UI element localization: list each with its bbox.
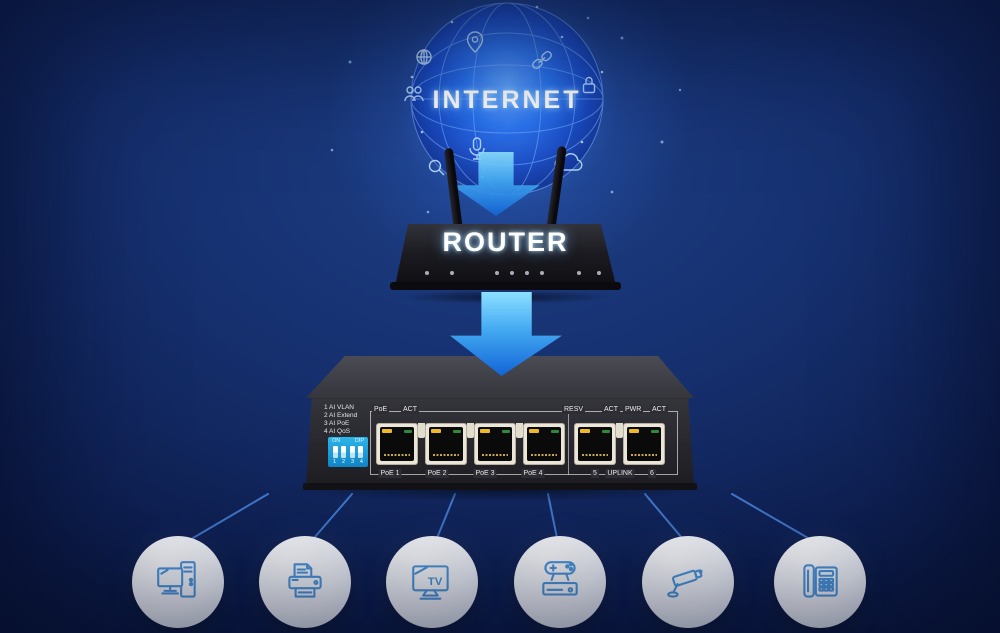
label-uplink: UPLINK	[605, 469, 635, 478]
rj45-port-2	[425, 423, 467, 465]
poe-led	[382, 429, 392, 433]
dip-function-legend: 1 AI VLAN 2 AI Extend 3 AI PoE 4 AI QoS	[324, 404, 357, 436]
poe-led	[480, 429, 490, 433]
dip-on-label: ON	[332, 438, 341, 444]
act-led	[502, 429, 510, 433]
port-latch	[616, 423, 623, 438]
dip-number: 1	[333, 459, 337, 465]
device-ip-phone	[774, 536, 866, 628]
legend-line: 2 AI Extend	[324, 412, 358, 419]
device-computer	[132, 536, 224, 628]
port-latch	[467, 423, 474, 438]
device-cctv-camera	[642, 536, 734, 628]
people-icon	[404, 86, 424, 102]
act-led	[453, 429, 461, 433]
poe-led	[580, 429, 590, 433]
search-icon	[428, 159, 445, 176]
legend-line: 1 AI VLAN	[324, 404, 354, 411]
globe-grid-icon	[416, 49, 432, 65]
uplink-divider-line	[568, 411, 569, 475]
act-led	[651, 429, 659, 433]
port-latch	[516, 423, 523, 438]
router-indicator-leds	[396, 270, 615, 276]
printer-icon	[288, 563, 322, 598]
legend-line: 3 AI PoE	[324, 420, 350, 427]
router-label: ROUTER	[442, 227, 569, 257]
dip-switch-block: ON DIP 1 2 3 4	[328, 437, 368, 467]
cctv-camera-icon	[667, 569, 703, 598]
legend-line: 4 AI QoS	[324, 428, 351, 435]
star-dots	[330, 16, 682, 214]
port-pins	[482, 453, 508, 456]
act-led	[551, 429, 559, 433]
router: ROUTER	[395, 224, 616, 282]
act-led	[602, 429, 610, 433]
dip-dip-label: DIP	[354, 438, 364, 444]
router-base	[390, 282, 621, 290]
port-pins	[631, 453, 657, 456]
ip-phone-icon	[803, 564, 838, 598]
label-pwr: PWR	[623, 405, 644, 414]
label-port3: PoE 3	[473, 469, 497, 478]
label-act: ACT	[401, 405, 419, 414]
device-printer	[259, 536, 351, 628]
internet-label: INTERNET	[432, 86, 582, 114]
label-port6: 6	[648, 469, 656, 478]
rj45-port-6	[623, 423, 665, 465]
poe-switch: 1 AI VLAN 2 AI Extend 3 AI PoE 4 AI QoS …	[306, 398, 694, 485]
dip-lever	[333, 446, 338, 458]
dip-lever	[357, 446, 363, 458]
label-port5: 5	[591, 469, 599, 478]
poe-led	[629, 429, 639, 433]
lock-icon	[582, 76, 596, 94]
dip-number: 4	[359, 459, 363, 465]
rj45-port-5	[574, 423, 616, 465]
label-resv: RESV	[562, 405, 586, 414]
link-icon	[532, 50, 552, 70]
dip-number: 3	[350, 459, 354, 465]
port-pins	[582, 453, 608, 456]
tv-icon: TV	[412, 565, 449, 600]
label-poe: PoE	[372, 405, 390, 414]
device-game-console	[514, 536, 606, 628]
port-pins	[433, 453, 459, 456]
device-tv: TV	[386, 536, 478, 628]
rj45-port-1	[376, 423, 418, 465]
rj45-port-4	[523, 423, 565, 465]
label-port2: PoE 2	[425, 469, 449, 478]
port-pins	[384, 453, 410, 456]
port-latch	[418, 423, 425, 438]
rj45-port-3	[474, 423, 516, 465]
poe-led	[529, 429, 539, 433]
switch-bottom-lip	[303, 483, 697, 490]
computer-icon	[157, 561, 196, 598]
game-console-icon	[542, 561, 578, 596]
tv-icon-label: TV	[428, 576, 443, 588]
location-pin-icon	[466, 31, 484, 53]
label-act2: ACT	[602, 405, 620, 414]
dip-lever	[349, 446, 355, 458]
label-port1: PoE 1	[378, 469, 402, 478]
poe-led	[431, 429, 441, 433]
label-port4: PoE 4	[521, 469, 545, 478]
dip-number: 2	[341, 459, 346, 465]
dip-lever	[341, 446, 347, 458]
port-pins	[531, 453, 557, 456]
dip-levers	[328, 445, 368, 459]
act-led	[404, 429, 412, 433]
globe-particles	[410, 5, 604, 179]
label-act3: ACT	[650, 405, 668, 414]
